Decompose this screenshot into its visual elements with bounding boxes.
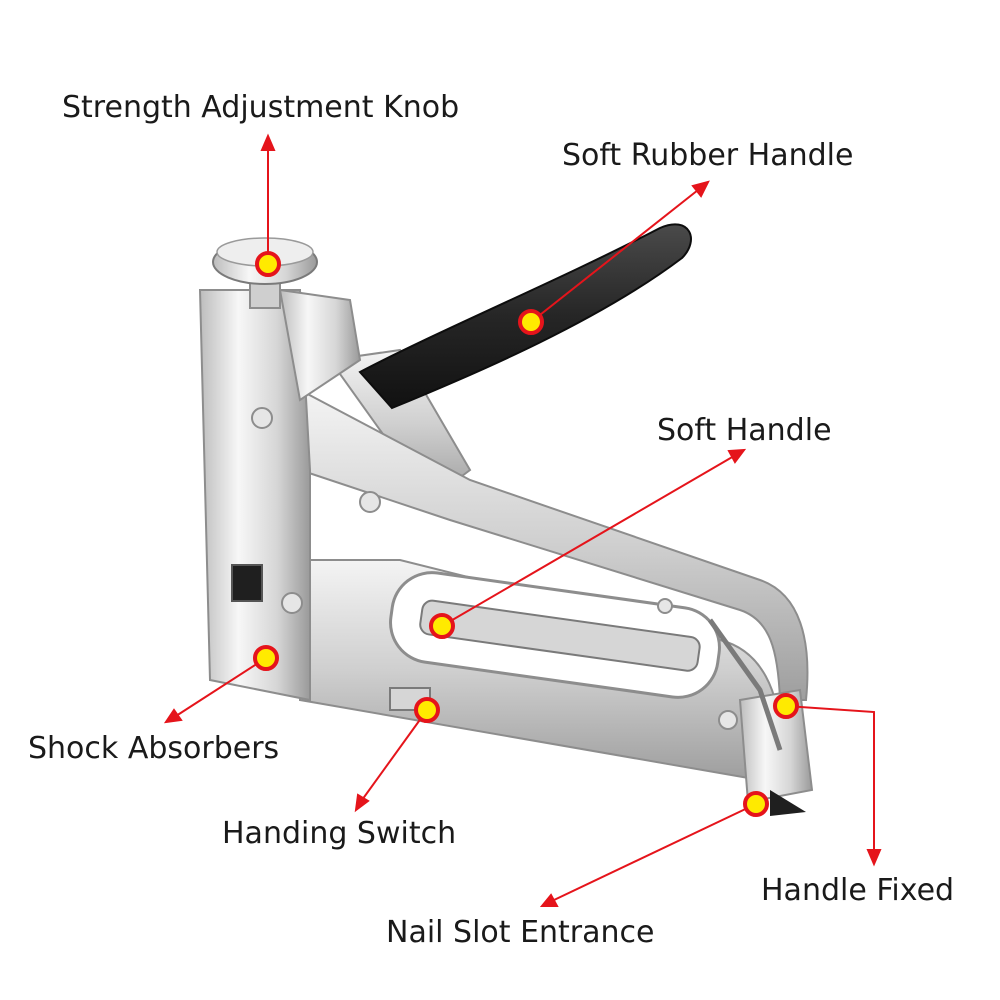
inner-strip [419, 599, 701, 672]
callout-shock-absorbers: Shock Absorbers [28, 731, 280, 766]
spring-clip [707, 618, 783, 751]
rivet [718, 710, 738, 730]
callout-soft-handle: Soft Handle [657, 413, 832, 448]
callout-markers [253, 251, 799, 817]
top-arm [299, 388, 809, 701]
front-nose [738, 688, 814, 804]
callout-strength-adjustment-knob: Strength Adjustment Knob [62, 90, 460, 125]
rivet [251, 407, 273, 429]
mode-window [231, 564, 263, 602]
rivet [359, 491, 381, 513]
callout-soft-rubber-handle: Soft Rubber Handle [562, 138, 854, 173]
rivet [657, 598, 673, 614]
head-bracket [278, 288, 362, 402]
callout-handle-fixed: Handle Fixed [761, 873, 955, 908]
rivet [281, 592, 303, 614]
nail-tip [770, 790, 806, 816]
callout-handing-switch: Handing Switch [222, 816, 457, 851]
callout-nail-slot-entrance: Nail Slot Entrance [386, 915, 655, 950]
leader-lines [163, 133, 882, 907]
